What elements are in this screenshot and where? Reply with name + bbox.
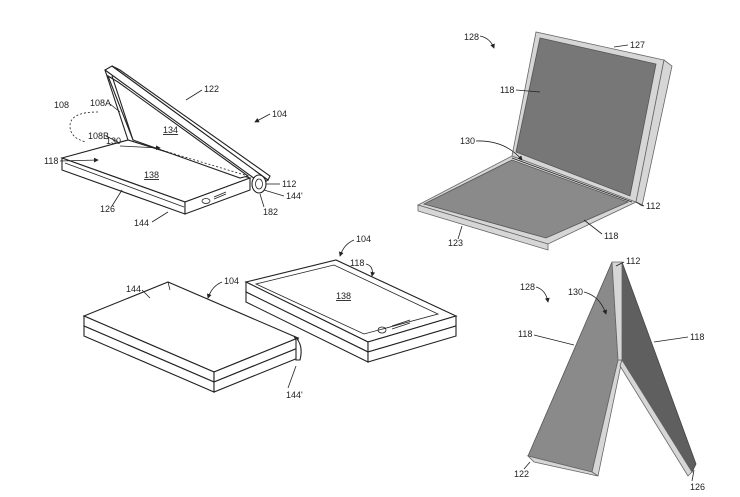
label-108: 108 (54, 100, 69, 110)
label-144: 144 (134, 218, 149, 228)
labels-top-left: 122 104 108 108A 108B 130 134 118 138 11… (44, 84, 303, 228)
label-182: 182 (263, 207, 278, 217)
label-138: 138 (144, 170, 159, 180)
label-118-tent-left: 118 (518, 329, 532, 339)
label-144-closed: 144 (126, 284, 141, 294)
device-closed (82, 281, 302, 393)
base-slab-side (184, 177, 251, 215)
tent-right-panel (621, 261, 697, 473)
label-128-top: 128 (464, 32, 479, 42)
label-144-prime-closed: 144' (286, 390, 303, 400)
label-104: 104 (272, 109, 287, 119)
label-112-tent: 112 (626, 256, 640, 266)
lid-frame-back (111, 65, 271, 181)
device-open-line-drawing (60, 65, 271, 215)
home-button-2 (377, 326, 387, 334)
label-138-screen: 138 (336, 291, 351, 301)
label-112-right: 112 (646, 201, 660, 211)
label-122: 122 (204, 84, 219, 94)
label-118-screen: 118 (350, 258, 364, 268)
labels-bottom-left: 144 104 144' (126, 276, 303, 400)
label-128-tent: 128 (520, 282, 535, 292)
label-130: 130 (106, 136, 121, 146)
label-122-tent: 122 (514, 469, 529, 479)
label-108A: 108A (90, 98, 111, 108)
labels-bottom-center: 104 118 138 (336, 234, 376, 301)
device-open-shaded (416, 31, 673, 251)
label-118-tent-right: 118 (690, 332, 704, 342)
label-112: 112 (282, 179, 296, 189)
label-130-tent: 130 (568, 287, 583, 297)
hinge-knuckle (251, 174, 267, 194)
closed-hinge (293, 335, 302, 361)
label-118-base: 118 (604, 231, 618, 241)
label-104-closed: 104 (224, 276, 239, 286)
label-118: 118 (44, 156, 58, 166)
bracket-108 (69, 111, 99, 143)
label-123: 123 (448, 238, 463, 248)
fold-line (127, 139, 249, 177)
label-130-right: 130 (460, 136, 475, 146)
label-126: 126 (100, 204, 115, 214)
label-127: 127 (630, 40, 645, 50)
hinge-spine (635, 59, 673, 207)
labels-top-right: 128 127 118 130 112 123 118 (448, 32, 660, 248)
labels-bottom-right: 112 128 130 118 118 122 126 (514, 256, 705, 492)
device-tent-fold (526, 261, 697, 477)
device-closed-screen-up (244, 259, 458, 363)
label-104-screen: 104 (356, 234, 371, 244)
label-126-tent: 126 (690, 482, 705, 492)
label-118-lid: 118 (500, 85, 514, 95)
lid-screen (106, 74, 250, 179)
home-button (201, 198, 211, 204)
label-108B: 108B (88, 131, 109, 141)
label-134: 134 (163, 125, 178, 135)
label-144-prime: 144' (286, 191, 303, 201)
